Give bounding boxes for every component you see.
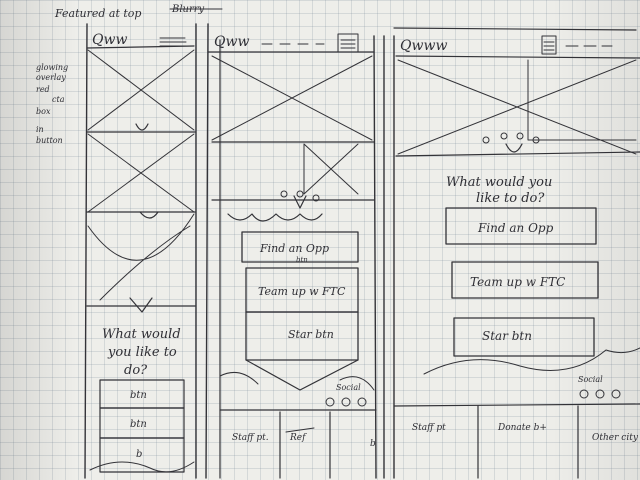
social-label: Social [578, 375, 603, 384]
footer-item[interactable]: Ref [289, 433, 307, 443]
image-placeholder-inset [527, 59, 637, 141]
wave-decoration [423, 347, 640, 375]
star-button-label: Star btn [288, 328, 334, 341]
menu-icon-lines [340, 39, 356, 49]
frame-3-prompt-line-1: What would you [446, 175, 552, 190]
social-icon[interactable] [341, 397, 351, 407]
chevron-down-icon [245, 359, 359, 391]
image-placeholder [87, 133, 195, 213]
frame-3-header-line [395, 55, 640, 59]
margin-note: in [36, 125, 44, 134]
margin-note: box [36, 107, 51, 116]
footer-item[interactable]: Donate b+ [497, 423, 547, 433]
footer-dividers [477, 405, 579, 479]
social-icon[interactable] [611, 389, 621, 399]
margin-notes: glowing overlay red cta box in button [36, 63, 68, 145]
team-up-button[interactable] [451, 261, 599, 299]
carousel-dot[interactable] [516, 132, 524, 140]
footer-item[interactable]: Staff pt [412, 423, 446, 433]
social-icon[interactable] [325, 397, 335, 407]
frame-3-prompt-line-2: like to do? [476, 191, 545, 206]
find-opportunity-button[interactable] [445, 207, 597, 245]
margin-note: glowing [36, 63, 68, 72]
header-note: Featured at top [54, 7, 141, 20]
chevron-down-icon [139, 211, 159, 219]
find-opportunity-button-label: Find an Opp [259, 242, 329, 255]
footer-item: b [370, 439, 376, 449]
carousel-dot[interactable] [482, 136, 490, 144]
social-icon[interactable] [357, 397, 367, 407]
menu-icon[interactable] [541, 35, 557, 55]
wave-decoration [219, 371, 375, 391]
image-placeholder [303, 143, 359, 195]
image-placeholder [397, 59, 637, 155]
chevron-down-icon [293, 195, 307, 209]
margin-note: button [36, 136, 63, 145]
carousel-dot[interactable] [280, 190, 288, 198]
menu-icon [159, 37, 187, 47]
frame-1-left-edge [84, 23, 88, 479]
scribble-heading [227, 213, 323, 222]
image-placeholder [87, 49, 195, 131]
frame-1-prompt-line-1: What would [102, 327, 181, 342]
team-up-button-label: Team up w FTC [258, 285, 346, 298]
menu-icon-lines [543, 41, 555, 51]
frame-1: Qww What would you like to do? btn btn b [84, 23, 197, 479]
button-note: btn [296, 256, 308, 264]
margin-note: red [36, 85, 50, 94]
divider [395, 151, 640, 157]
frame-2-left-edge [205, 23, 209, 479]
margin-note: cta [52, 95, 65, 104]
menu-icon[interactable] [337, 33, 359, 53]
frame-1-header-line [86, 45, 195, 49]
frame-3-logo: Qwww [400, 38, 447, 54]
frame-3: Qwww What would you like to do? Find an … [393, 27, 640, 479]
frame-2-right-edge [373, 35, 377, 479]
footer-dividers [279, 411, 331, 479]
frame-2: Qww Find an Opp btn Team up w FTC Star b… [205, 23, 385, 479]
frame-1-button-label: btn [130, 390, 147, 401]
footer-line [393, 403, 640, 407]
image-placeholder [87, 213, 195, 301]
carousel-dot[interactable] [532, 136, 540, 144]
star-button[interactable] [453, 317, 595, 357]
social-icon[interactable] [595, 389, 605, 399]
frame-3-top-edge [393, 27, 637, 31]
frame-1-button-label: b [136, 449, 142, 460]
image-placeholder [211, 55, 373, 141]
carousel-dot[interactable] [500, 132, 508, 140]
strike-line [285, 427, 315, 433]
margin-note: overlay [36, 73, 66, 82]
frame-2-logo: Qww [214, 34, 249, 50]
carousel-dot[interactable] [312, 194, 320, 202]
frame-1-button[interactable] [99, 437, 185, 473]
chevron-down-icon [129, 297, 153, 313]
frame-1-button-label: btn [130, 419, 147, 430]
chevron-down-icon [135, 123, 149, 131]
carousel-dot[interactable] [296, 190, 304, 198]
footer-item[interactable]: Other city [592, 433, 639, 443]
find-opportunity-button-label: Find an Opp [477, 221, 554, 235]
wave-decoration [89, 461, 195, 473]
footer-item[interactable]: Staff pt. [232, 433, 269, 443]
star-button[interactable] [245, 311, 359, 361]
frame-1-prompt-line-2: you like to [107, 345, 177, 360]
social-icon[interactable] [579, 389, 589, 399]
chevron-down-icon [505, 143, 523, 153]
frame-1-logo: Qww [92, 32, 127, 48]
frame-1-prompt-line-3: do? [124, 363, 148, 378]
find-opportunity-button[interactable] [241, 231, 359, 263]
star-button-label: Star btn [482, 329, 532, 343]
social-label: Social [336, 383, 361, 392]
team-up-button-label: Team up w FTC [470, 275, 565, 289]
